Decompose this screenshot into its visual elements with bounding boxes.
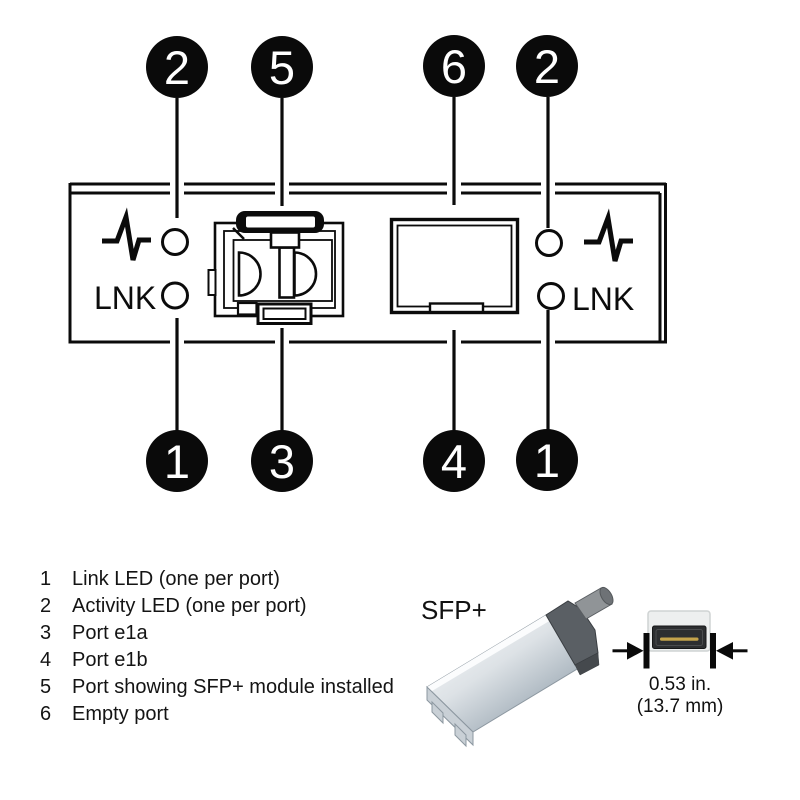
legend-item-label: Link LED (one per port) [72,568,280,590]
legend-item-label: Port e1b [72,649,148,671]
dimension-value-mm: (13.7 mm) [636,696,724,717]
callout-badge-empty-port-top: 6 [423,35,485,97]
legend-item-number: 5 [40,676,52,698]
sfp-module-3d-art [426,586,614,748]
callout-badge-activity-right-top: 2 [516,35,578,97]
callout-badge-port-e1b-bottom: 4 [423,430,485,492]
callout-badge-link-left-bottom: 1 [146,430,208,492]
dimension-arrow-right [716,642,733,660]
activity-pulse-icon-left [102,207,151,261]
empty-port-art [389,217,520,315]
legend-item-number: 1 [40,568,52,590]
legend-item-label: Port showing SFP+ module installed [72,676,394,698]
legend-item-port-e1a: 3 Port e1a [40,620,394,647]
link-led-label-left: LNK [94,280,157,316]
legend-item-sfp-installed: 5 Port showing SFP+ module installed [40,674,394,701]
legend-item-empty-port: 6 Empty port [40,701,394,728]
activity-led-right [535,229,563,257]
callout-badge-link-right-bottom: 1 [516,429,578,491]
legend-item-link-led: 1 Link LED (one per port) [40,566,394,593]
activity-led-left [161,228,189,256]
legend-item-number: 6 [40,703,52,725]
dimension-marks [612,633,748,669]
legend-item-label: Port e1a [72,622,148,644]
legend-item-label: Empty port [72,703,169,725]
callout-badge-activity-left-top: 2 [146,36,208,98]
dimension-value-inches: 0.53 in. [648,674,712,695]
legend-item-number: 4 [40,649,52,671]
link-led-right [537,282,565,310]
callout-badge-port-e1a-bottom: 3 [251,430,313,492]
legend-item-port-e1b: 4 Port e1b [40,647,394,674]
callout-lines-top [175,97,550,228]
activity-pulse-icon-right [584,208,633,262]
link-led-left [161,281,189,310]
sfp-module-title: SFP+ [421,595,487,625]
sfp-module-installed-art [207,211,345,325]
legend-list: 1 Link LED (one per port) 2 Activity LED… [40,566,394,728]
dimension-arrow-left [627,642,644,660]
legend-item-activity-led: 2 Activity LED (one per port) [40,593,394,620]
callout-lines-bottom [175,310,550,431]
legend-item-label: Activity LED (one per port) [72,595,307,617]
callout-badge-sfp-installed-top: 5 [251,36,313,98]
sfp-end-view-art [647,610,711,652]
legend-item-number: 3 [40,622,52,644]
faceplate-outline [68,182,667,344]
link-led-label-right: LNK [572,281,635,317]
legend-item-number: 2 [40,595,52,617]
